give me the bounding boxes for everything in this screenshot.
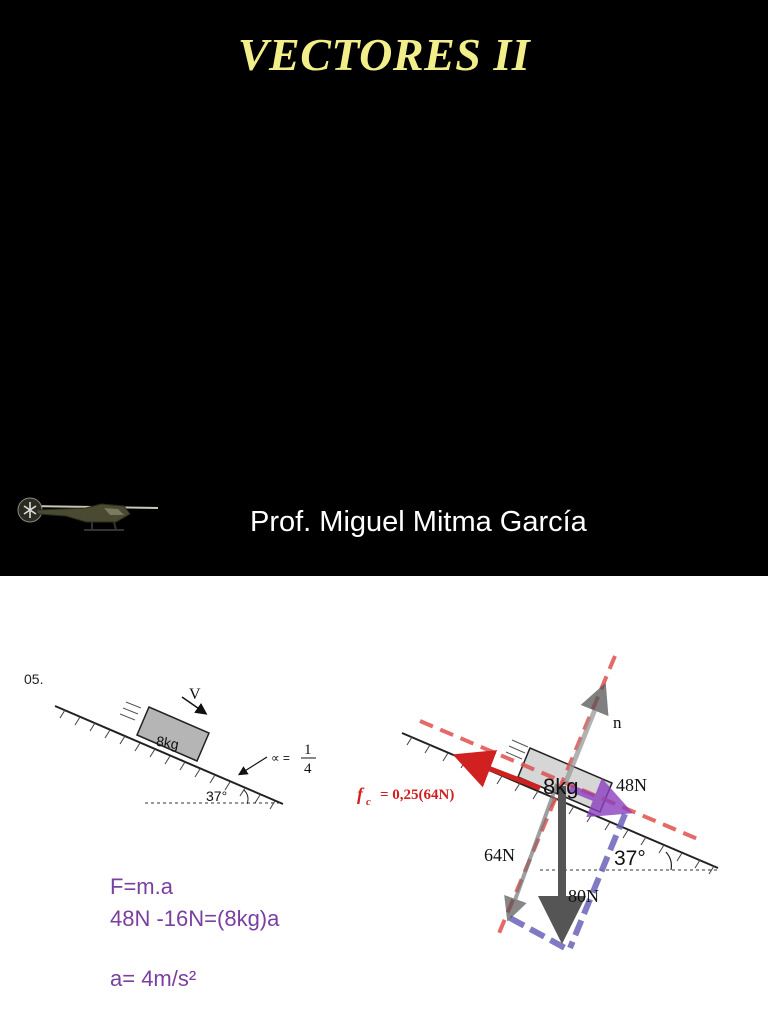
perpendicular-component-arrow [504, 783, 559, 922]
angle-arc [243, 789, 249, 805]
friction-subscript: c [366, 796, 371, 808]
parallel-axis [419, 719, 701, 842]
slope-component-arrow [568, 778, 633, 818]
perpendicular-label: 64N [484, 845, 515, 865]
problem-number: 05. [24, 671, 44, 687]
slope-component-label: 48N [616, 775, 647, 795]
free-body-diagram: n 8kg 48N f c = 0,25(64N) 64N 80N 37° [357, 655, 719, 951]
cockpit [104, 508, 124, 515]
friction-value: = 0,25(64N) [380, 787, 454, 803]
motion-lines [505, 739, 529, 760]
normal-label: n [613, 713, 622, 732]
equation-line-1: F=m.a [110, 874, 173, 899]
equation-result: a= 4m/s² [110, 966, 197, 991]
tail-rotor-blades [23, 502, 37, 518]
component-rectangle [508, 812, 628, 951]
angle-label: 37° [614, 847, 646, 870]
angle-arc [665, 851, 673, 871]
equation-line-2: 48N -16N=(8kg)a [110, 906, 280, 931]
mu-label: ∝ = [271, 751, 290, 765]
small-incline-diagram: V 8kg ∝ = 1 4 37° [54, 686, 316, 810]
weight-label: 80N [568, 886, 599, 906]
physics-diagrams: V 8kg ∝ = 1 4 37° [54, 655, 719, 951]
author-name: Prof. Miguel Mitma García [250, 506, 587, 538]
problem-slide: V 8kg ∝ = 1 4 37° [0, 576, 768, 1024]
mu-denominator: 4 [304, 761, 312, 777]
block-mass-label: 8kg [543, 774, 578, 799]
incline-surface [54, 705, 284, 805]
incline-hatching [59, 709, 276, 810]
helicopter-icon [17, 497, 159, 531]
angle-label: 37° [206, 788, 227, 804]
friction-symbol: f [357, 784, 365, 804]
friction-arrow [452, 750, 541, 791]
velocity-label: V [189, 686, 201, 703]
slide-title: VECTORES II [237, 29, 531, 80]
friction-pointer [237, 756, 268, 776]
block [136, 706, 210, 762]
normal-force-arrow [562, 682, 609, 785]
title-slide: VECTORES II Prof. Miguel Mitma García [0, 0, 768, 576]
mu-numerator: 1 [304, 742, 312, 758]
block-mass-label: 8kg [155, 733, 180, 753]
velocity-arrow [181, 696, 208, 715]
landing-gear [113, 521, 117, 531]
motion-lines [119, 701, 142, 721]
